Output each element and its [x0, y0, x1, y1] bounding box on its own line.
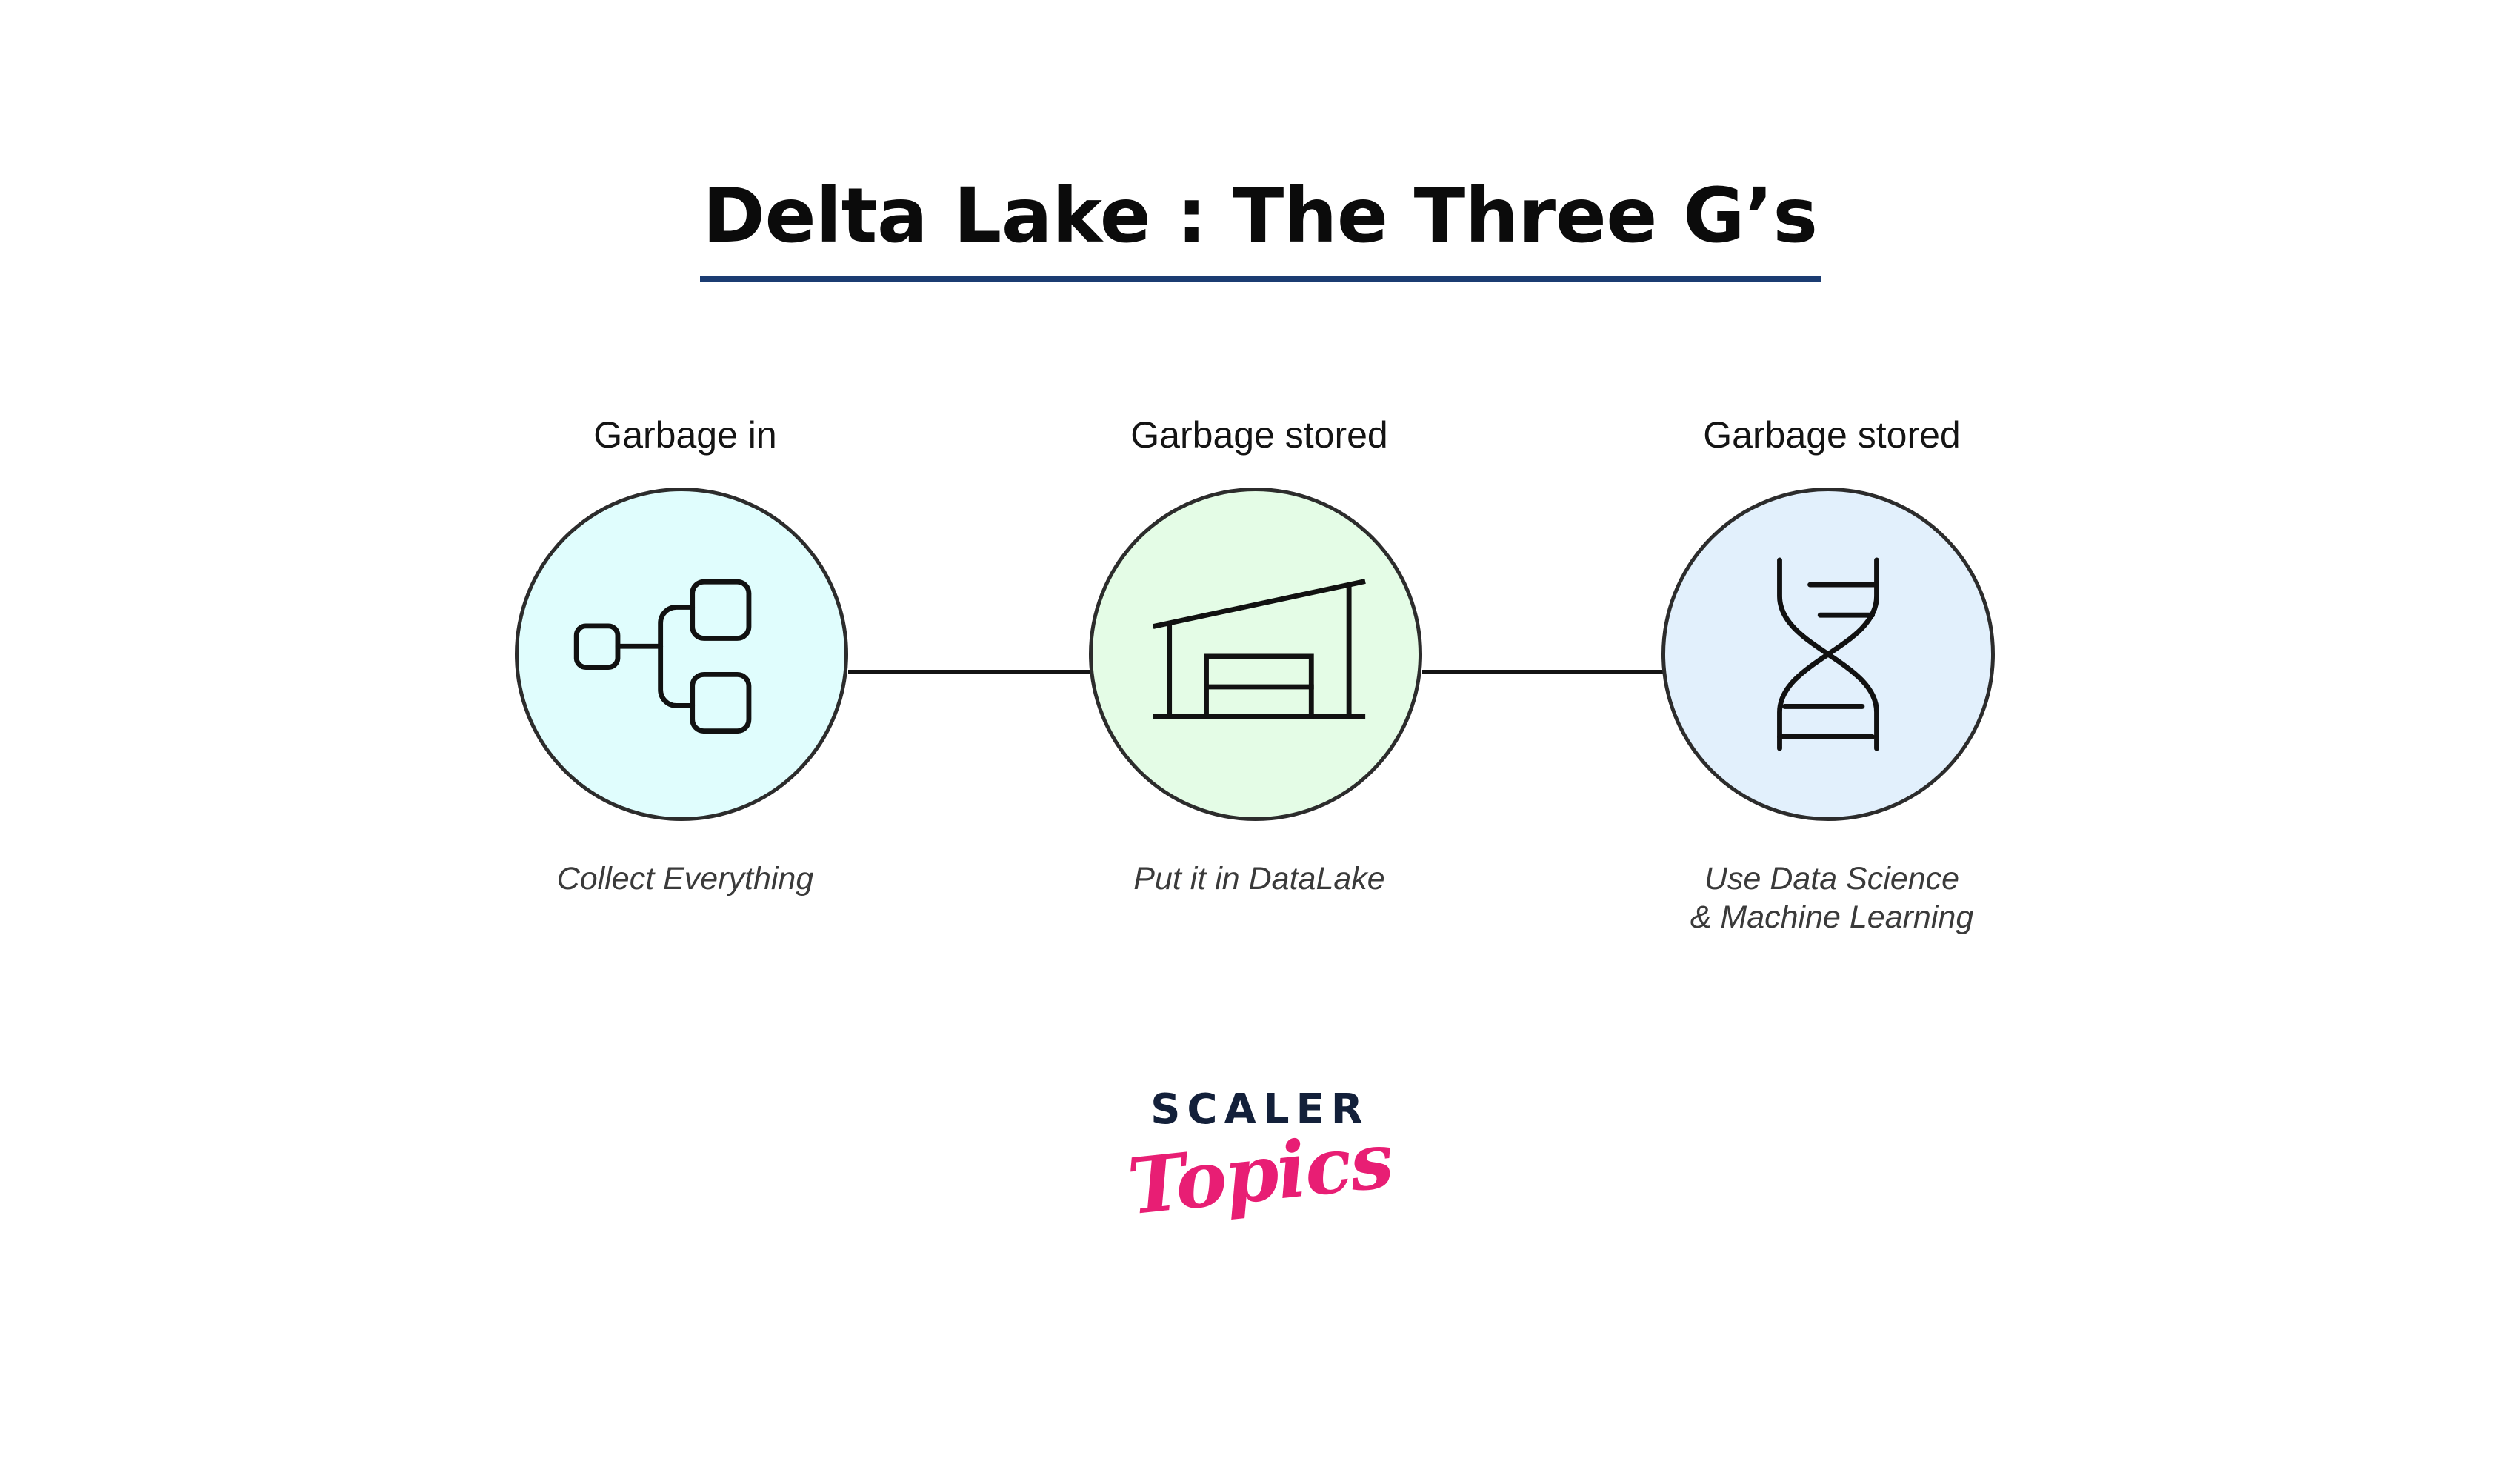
title-underline-rule [699, 276, 1821, 283]
flow-node-caption: Collect Everything [556, 861, 814, 897]
connector-line-2-3 [1422, 670, 1667, 674]
dna-helix-icon [1777, 557, 1879, 751]
flow-node-circle-wrap [1089, 488, 1430, 828]
flow-node-circle [1661, 488, 1995, 821]
flow-node-caption: Use Data Science & Machine Learning [1690, 861, 1974, 936]
title-block: Delta Lake : The Three G’s [0, 172, 2520, 283]
flow-node-garbage-stored-ml[interactable]: Garbage stored Use Data Science & Machin… [1661, 415, 2002, 937]
flow-node-label: Garbage stored [1130, 414, 1388, 456]
flow-node-circle [515, 488, 848, 821]
connector-line-1-2 [848, 670, 1093, 674]
flow-node-circle-wrap [1661, 488, 2002, 828]
flow-node-garbage-in[interactable]: Garbage in Collect Everything [515, 415, 856, 898]
flow-node-label: Garbage stored [1703, 414, 1961, 456]
hierarchy-icon [573, 579, 752, 734]
logo-wordmark-topics: Topics [1124, 1114, 1396, 1233]
logo-wordmark-scaler: SCALER [1150, 1085, 1370, 1134]
page-title: Delta Lake : The Three G’s [702, 172, 1818, 260]
flow-node-circle [1089, 488, 1422, 821]
flow-node-circle-wrap [515, 488, 856, 828]
warehouse-icon [1153, 579, 1366, 719]
flow-node-garbage-stored-lake[interactable]: Garbage stored Put it in DataLake [1089, 415, 1430, 898]
flow-node-caption: Put it in DataLake [1133, 861, 1385, 897]
flow-node-label: Garbage in [593, 414, 777, 456]
process-flow-diagram: Garbage in Collect Everything Garbage st [0, 415, 2520, 978]
scaler-topics-logo[interactable]: SCALER Topics [0, 1085, 2520, 1233]
